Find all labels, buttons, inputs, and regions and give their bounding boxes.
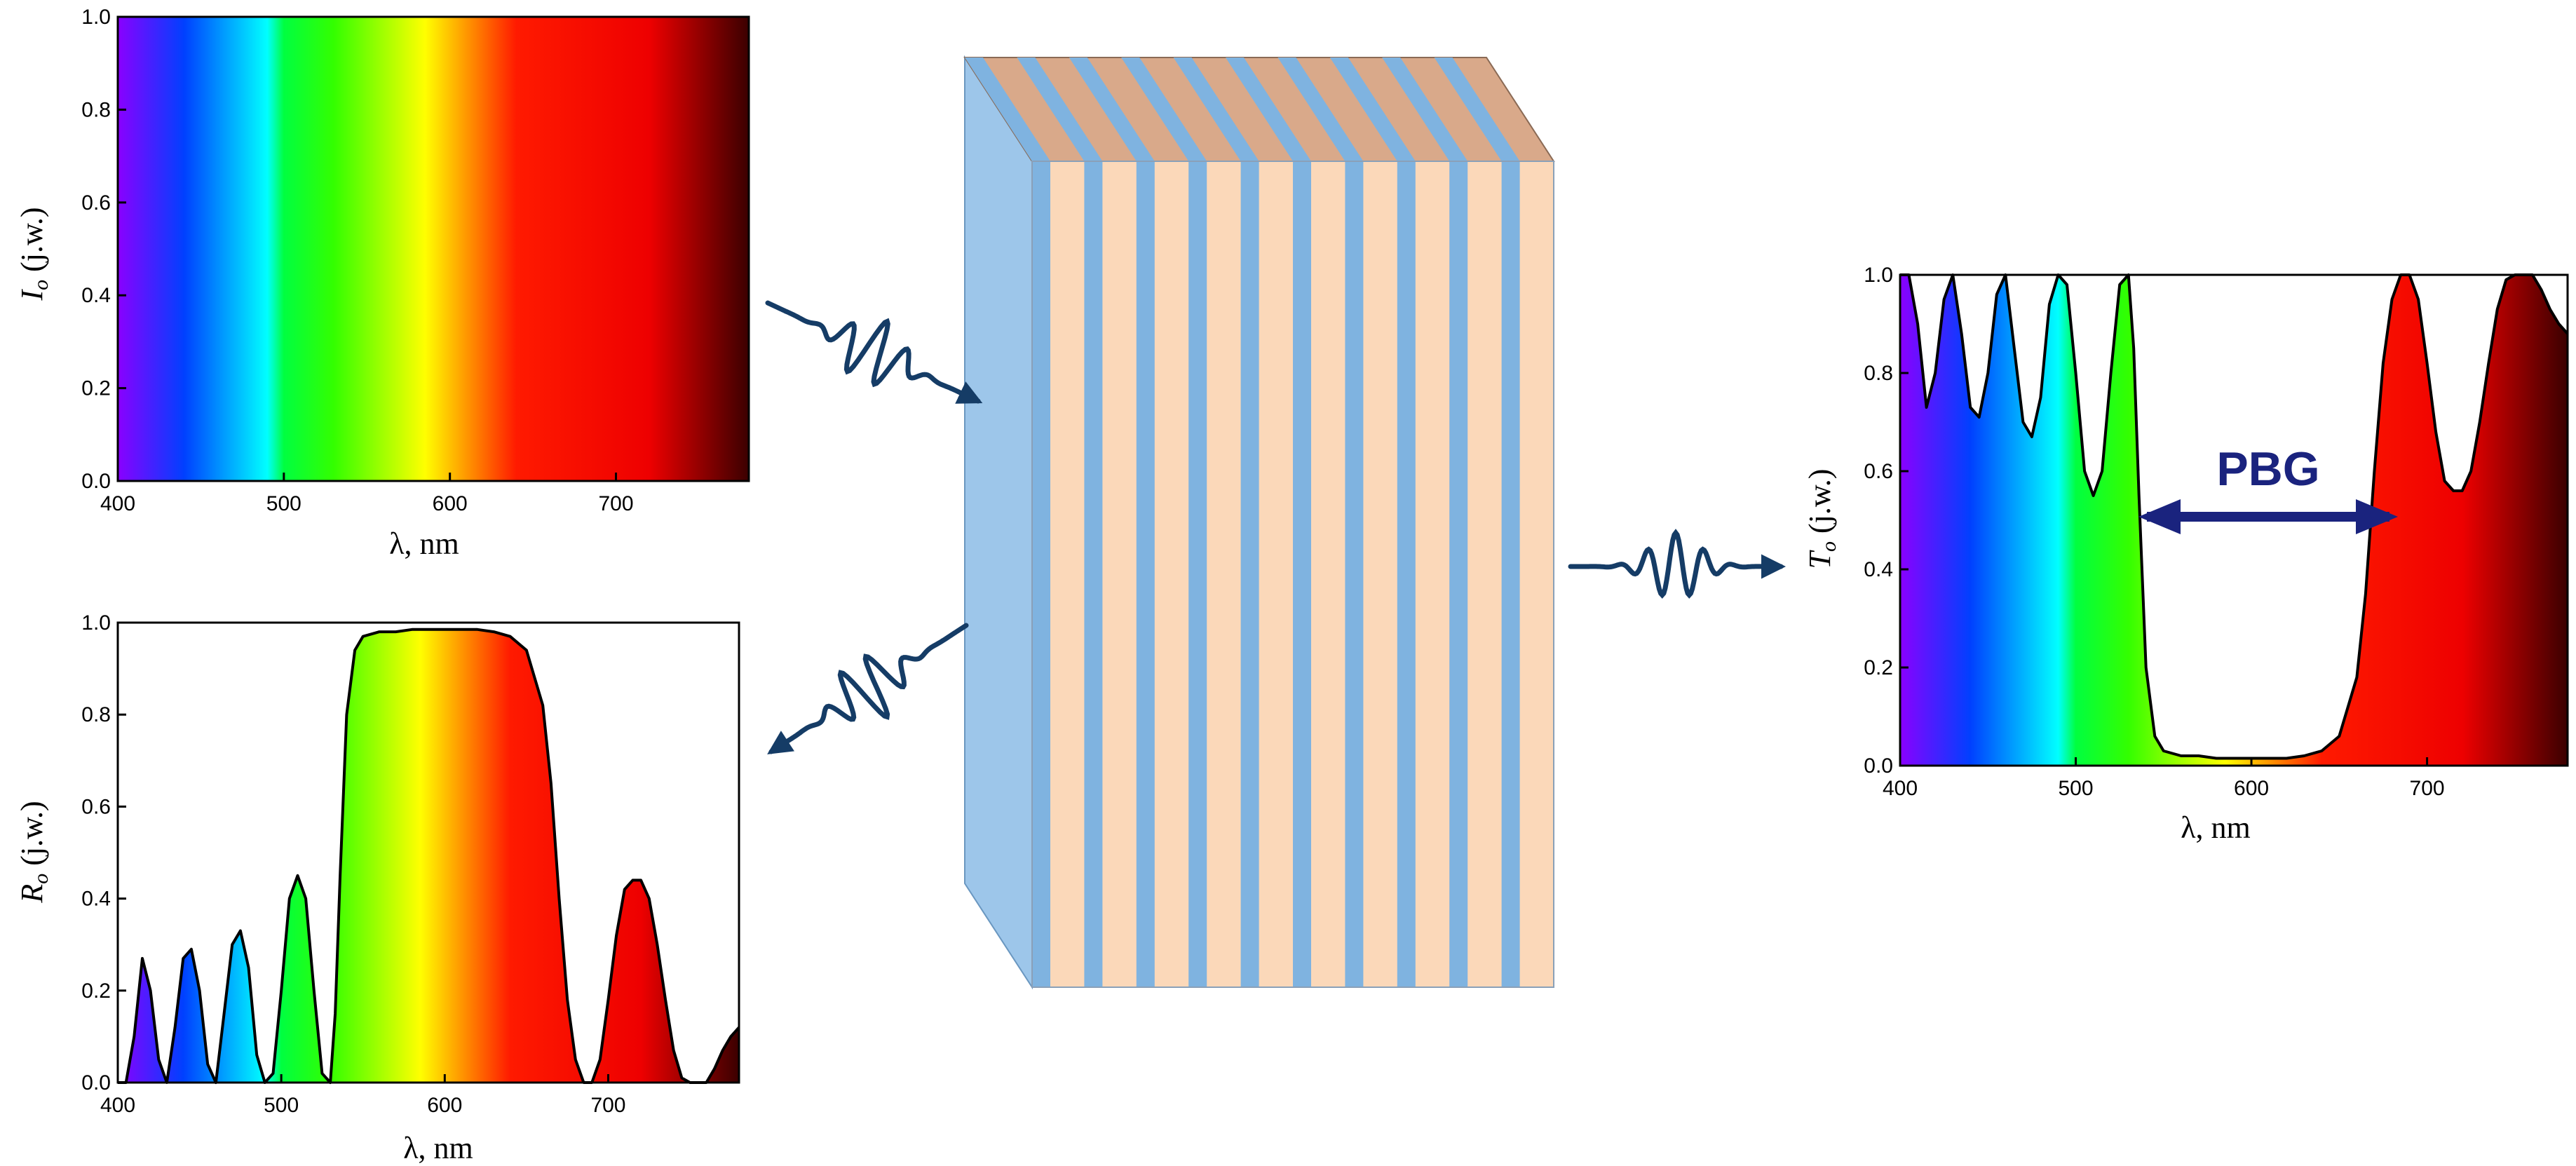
- reflected-spectrum-plot: λ, nm Ro (j.w.) 0.0 0.2 0.4 0.6 0.8 1.0 400 500…: [15, 611, 740, 1165]
- incident-spectrum-area: [118, 17, 749, 481]
- reflected-x-tick-label: 400: [100, 1094, 135, 1117]
- pbg-arrowhead-left: [2138, 499, 2181, 534]
- incident-x-tick-label: 400: [100, 492, 135, 515]
- stack-blue-layer: [1397, 161, 1416, 987]
- transmitted-x-tick-label: 500: [2058, 777, 2093, 800]
- transmitted-y-tick-label: 0.0: [1864, 754, 1893, 778]
- transmitted-plot-border: [1899, 273, 2569, 767]
- transmitted-y-tick-label: 0.8: [1864, 362, 1893, 385]
- reflected-y-tick-label: 1.0: [81, 611, 111, 635]
- transmitted-x-tick-label: 600: [2234, 777, 2269, 800]
- reflected-x-tick-label: 500: [264, 1094, 299, 1117]
- stack-top-blue-stripe: [1277, 57, 1364, 161]
- pbg-arrowhead-right: [2356, 499, 2398, 534]
- reflected-y-tick-label: 0.8: [81, 703, 111, 726]
- transmitted-y-tick-label: 0.2: [1864, 656, 1893, 679]
- reflected-plot-border: [116, 621, 740, 1084]
- pbg-annotation: PBG: [2138, 442, 2398, 534]
- transmitted-y-tick-label: 0.4: [1864, 558, 1893, 581]
- stack-side-face: [964, 55, 1033, 990]
- stack-blue-layer: [1449, 161, 1468, 987]
- transmitted-spectrum-area: [1900, 275, 2568, 766]
- incident-plot-border: [116, 15, 750, 482]
- transmitted-y-tick-label: 0.6: [1864, 460, 1893, 483]
- transmitted-spectrum-plot: λ, nm To (j.w.) 0.0 0.2 0.4 0.6 0.8 1.0 400 500…: [1803, 264, 2569, 845]
- reflected-x-tick-label: 700: [590, 1094, 625, 1117]
- stack-top-blue-stripe: [1434, 57, 1520, 161]
- stack-blue-layer: [1084, 161, 1103, 987]
- transmitted-x-axis-label: λ, nm: [2181, 811, 2251, 845]
- incident-x-tick-label: 700: [598, 492, 633, 515]
- stack-top-blue-stripe: [1121, 57, 1207, 161]
- stack-top-blue-stripe: [1173, 57, 1259, 161]
- stack-top-blue-stripe: [965, 57, 1050, 161]
- incident-x-tick-label: 500: [266, 492, 301, 515]
- transmitted-x-tick-label: 700: [2410, 777, 2445, 800]
- stack-blue-layer: [1240, 161, 1259, 987]
- incident-y-axis-label: Io (j.w.): [15, 207, 53, 301]
- stack-blue-layer: [1136, 161, 1155, 987]
- transmitted-wave-arrow: [1568, 529, 1786, 599]
- reflected-spectrum-area: [118, 629, 739, 1083]
- incident-wave-arrow: [765, 300, 983, 404]
- transmitted-x-tick-label: 400: [1883, 777, 1918, 800]
- incident-y-tick-label: 0.2: [81, 377, 111, 400]
- wave-arrows: [765, 300, 1786, 754]
- stack-blue-layer: [1345, 161, 1364, 987]
- reflected-x-tick-label: 600: [427, 1094, 462, 1117]
- incident-y-tick-label: 0.0: [81, 470, 111, 493]
- incident-y-tick-label: 0.4: [81, 284, 111, 307]
- reflected-wave-arrow: [767, 623, 969, 754]
- transmitted-curve-line: [1900, 273, 2569, 760]
- incident-x-tick-label: 600: [433, 492, 468, 515]
- incident-x-axis-label: λ, nm: [389, 527, 459, 561]
- stack-blue-layer: [1501, 161, 1520, 987]
- stack-blue-layer: [1188, 161, 1207, 987]
- reflected-y-tick-label: 0.0: [81, 1071, 111, 1094]
- reflected-curve-line: [118, 628, 740, 1084]
- stack-front-outline: [1031, 161, 1554, 988]
- incident-y-tick-label: 1.0: [81, 6, 111, 29]
- incident-spectrum-plot: λ, nm Io (j.w.) 0.0 0.2 0.4 0.6 0.8 1.0 400 500…: [15, 6, 750, 561]
- stack-blue-layer: [1293, 161, 1311, 987]
- transmitted-y-axis-label: To (j.w.): [1803, 469, 1841, 569]
- reflected-y-axis-label: Ro (j.w.): [15, 801, 53, 903]
- incident-y-tick-label: 0.6: [81, 191, 111, 215]
- reflected-x-axis-label: λ, nm: [403, 1131, 473, 1165]
- incident-y-tick-label: 0.8: [81, 98, 111, 121]
- transmitted-y-tick-label: 1.0: [1864, 264, 1893, 287]
- stack-top-blue-stripe: [1329, 57, 1416, 161]
- stack-blue-layer: [1032, 161, 1050, 987]
- stack-top-blue-stripe: [1017, 57, 1103, 161]
- stack-top-blue-stripe: [1069, 57, 1155, 161]
- reflected-y-tick-label: 0.6: [81, 795, 111, 818]
- stack-top-blue-stripe: [1226, 57, 1311, 161]
- reflected-y-tick-label: 0.4: [81, 888, 111, 911]
- reflected-y-tick-label: 0.2: [81, 979, 111, 1003]
- pbg-label: PBG: [2216, 442, 2319, 496]
- multilayer-stack: [963, 55, 1555, 990]
- stack-top-blue-stripe: [1382, 57, 1468, 161]
